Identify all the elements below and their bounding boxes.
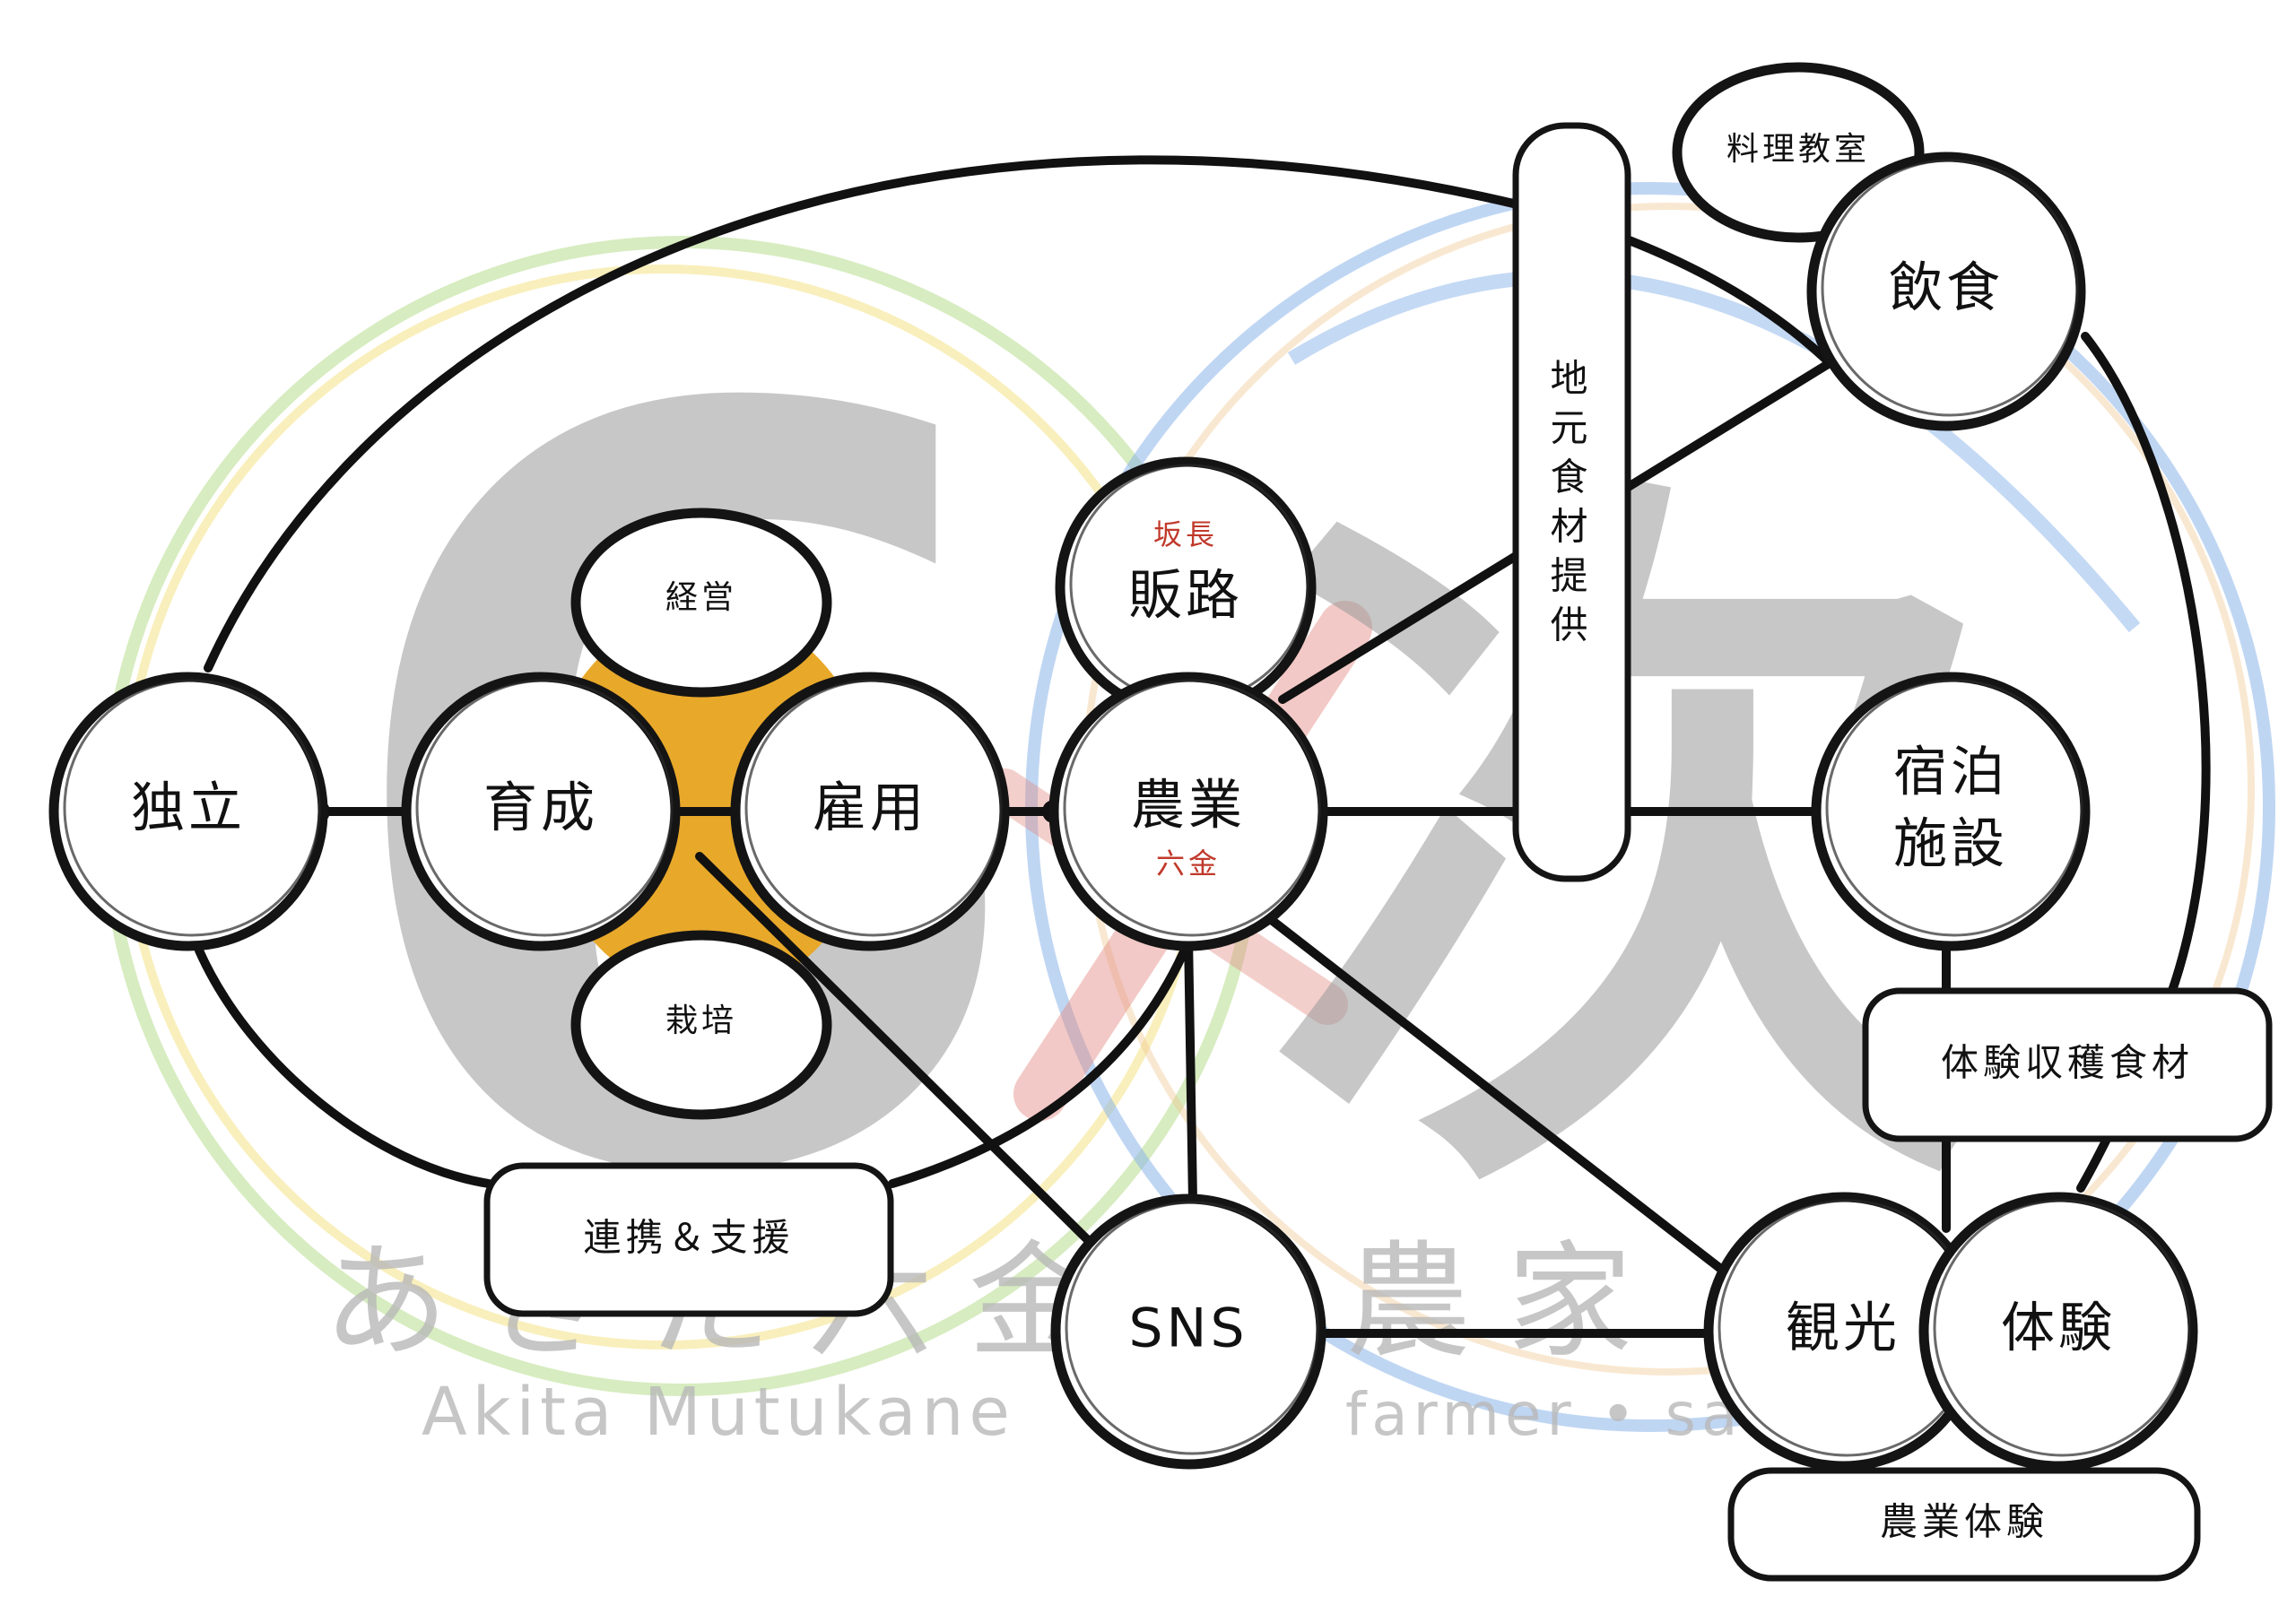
watermark-blue-arc xyxy=(1287,269,2141,633)
node-ikusei-label: 育成 xyxy=(483,777,598,840)
node-dokuritsu-label: 独立 xyxy=(131,777,246,840)
box-renkei[interactable]: 連携＆支援 xyxy=(483,1162,894,1317)
box-taiken-shukaku-label: 体験収穫食材 xyxy=(1941,1041,2194,1085)
node-nougyou-sub: 六金 xyxy=(1156,846,1221,881)
box-chimoto-char-5: 提 xyxy=(1550,554,1592,598)
edge-dokuritsu-renkei xyxy=(195,946,493,1188)
node-saibai-label: 栽培 xyxy=(665,1002,737,1039)
box-taiken-shukaku[interactable]: 体験収穫食材 xyxy=(1862,987,2273,1142)
box-chimoto-char-6: 供 xyxy=(1550,603,1592,647)
node-koyou-label: 雇用 xyxy=(813,777,927,840)
box-chimoto[interactable]: 地 元 食 材 提 供 xyxy=(1512,122,1631,882)
node-shukuhaku-label-1: 宿泊 xyxy=(1893,742,2008,804)
node-keiei[interactable]: 経営 xyxy=(570,508,832,698)
edge-ikusei-sns xyxy=(695,852,1094,1246)
node-shukuhaku[interactable]: 宿泊 施設 xyxy=(1811,672,2091,951)
node-taiken[interactable]: 体験 xyxy=(1918,1192,2198,1471)
box-chimoto-char-3: 食 xyxy=(1550,456,1592,499)
watermark-en-right: farmer • sa xyxy=(1345,1380,1743,1449)
box-chimoto-char-4: 材 xyxy=(1550,505,1592,549)
node-inshoku[interactable]: 飲食 xyxy=(1806,152,2086,431)
node-shukuhaku-label-2: 施設 xyxy=(1893,813,2008,876)
node-ikusei[interactable]: 育成 xyxy=(401,672,681,951)
node-hanro-label: 販路 xyxy=(1128,565,1243,628)
box-renkei-label: 連携＆支援 xyxy=(583,1216,794,1260)
edge-nougyou-kankou xyxy=(1260,910,1731,1278)
node-saibai[interactable]: 栽培 xyxy=(570,930,832,1120)
edge-dokuritsu-inshoku xyxy=(204,155,1830,673)
watermark-en-left: Akita Mutukane xyxy=(422,1374,1015,1451)
node-hanro-sub: 坂長 xyxy=(1153,517,1218,551)
node-kankou-label: 観光 xyxy=(1786,1298,1900,1360)
node-ryouri-label: 料理教室 xyxy=(1726,131,1870,168)
edge-renkei-nougyou xyxy=(888,937,1193,1188)
node-kankou[interactable]: 観光 xyxy=(1703,1192,1983,1471)
box-chimoto-char-2: 元 xyxy=(1550,406,1592,450)
edge-nougyou-sns xyxy=(1184,933,1197,1206)
node-sns-label: SNS xyxy=(1128,1298,1248,1360)
node-taiken-label: 体験 xyxy=(2001,1298,2116,1360)
wm-char-6: 農 xyxy=(1345,1229,1471,1376)
node-sns[interactable]: SNS xyxy=(1050,1193,1326,1470)
node-nougyou[interactable]: 農業 六金 xyxy=(1048,672,1328,951)
box-nougyou-taiken[interactable]: 農業体験 xyxy=(1727,1467,2201,1582)
node-inshoku-label: 飲食 xyxy=(1889,257,2004,320)
wm-char-7: 家 xyxy=(1507,1229,1632,1376)
node-nougyou-label: 農業 xyxy=(1131,775,1246,838)
wm-char-1: あ xyxy=(323,1229,448,1376)
box-chimoto-char-1: 地 xyxy=(1550,357,1592,401)
node-koyou[interactable]: 雇用 xyxy=(730,672,1010,951)
node-dokuritsu[interactable]: 独立 xyxy=(48,672,328,951)
box-nougyou-taiken-label: 農業体験 xyxy=(1880,1500,2048,1544)
node-keiei-label: 経営 xyxy=(665,579,737,616)
